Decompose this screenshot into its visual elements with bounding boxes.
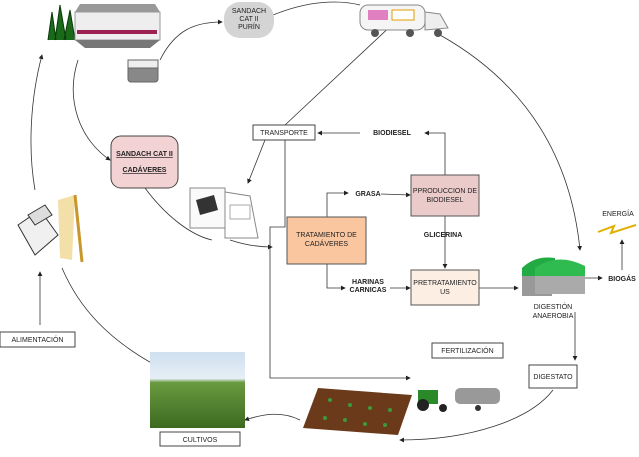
- transporte-node: TRANSPORTE: [252, 124, 316, 141]
- node-label: ALIMENTACIÓN: [12, 335, 64, 344]
- arrow-transporte-to-truck: [284, 21, 396, 126]
- lightning-icon: [597, 224, 637, 235]
- sandach-cadaveres-node: SANDACH CAT II CADÁVERES: [110, 135, 179, 189]
- node-label: US: [440, 289, 450, 296]
- node-label: CAT II: [239, 16, 258, 23]
- node-label: CADÁVERES: [305, 239, 349, 248]
- node-label: FERTILIZACIÓN: [441, 346, 493, 355]
- node-label: HARINAS: [352, 279, 384, 286]
- biodiesel-label: BIODIESEL: [373, 130, 411, 137]
- pretratamiento-node: PRETRATAMIENTO US: [410, 269, 480, 306]
- arrow-truck-to-digester: [439, 34, 582, 251]
- tratamiento-node: TRATAMIENTO DE CADÁVERES: [286, 216, 367, 265]
- arrow-digestato-to-field: [399, 389, 554, 443]
- feed-sacks-illustration: [17, 194, 84, 263]
- harinas-label: HARINAS CARNICAS: [350, 279, 387, 294]
- arrow-barn-to-cadaveres: [72, 59, 111, 161]
- fertilizacion-node: FERTILIZACIÓN: [431, 342, 504, 359]
- node-label: PRETRATAMIENTO: [413, 280, 477, 287]
- arrow-feed-to-barn: [30, 54, 44, 191]
- arrow-tank-to-purin: [159, 19, 223, 61]
- connectors: [30, 1, 625, 443]
- digestion-label-2: ANAEROBIA: [533, 313, 574, 320]
- digestion-label-1: DIGESTIÓN: [534, 302, 573, 311]
- cultivos-node: CULTIVOS: [159, 431, 241, 447]
- digestato-node: DIGESTATO: [528, 364, 578, 389]
- biogas-label: BIOGÁS: [608, 274, 636, 283]
- arrow-transporte-to-truck2: [247, 139, 266, 184]
- energia-label: ENERGÍA: [602, 209, 634, 218]
- glicerina-label: GLICERINA: [424, 232, 463, 239]
- pig-farm-illustration: [47, 4, 161, 83]
- anaerobic-digester-illustration: [522, 257, 585, 296]
- tanker-truck-illustration: [359, 4, 449, 37]
- node-label: SANDACH CAT II: [116, 151, 173, 158]
- node-label: SANDACH: [232, 8, 266, 15]
- grasa-label: GRASA: [355, 191, 380, 198]
- node-label: CARNICAS: [350, 287, 387, 294]
- node-label: DIGESTATO: [533, 374, 573, 381]
- alimentacion-node: ALIMENTACIÓN: [0, 331, 76, 348]
- node-label: CADÁVERES: [123, 165, 167, 174]
- field-illustration: [303, 388, 412, 435]
- node-label: PPRODUCCION DE: [413, 188, 478, 195]
- node-label: PURÍN: [238, 22, 260, 31]
- node-label: TRATAMIENTO DE: [296, 232, 357, 239]
- node-label: BIODIESEL: [427, 197, 464, 204]
- livestock-truck-illustration: [189, 187, 259, 239]
- node-label: CULTIVOS: [183, 437, 218, 444]
- tractor-illustration: [417, 388, 500, 412]
- produccion-biodiesel-node: PPRODUCCION DE BIODIESEL: [410, 174, 480, 217]
- arrow-transporte-to-tractor: [269, 140, 411, 381]
- node-label: TRANSPORTE: [260, 130, 308, 137]
- crop-photo: [150, 352, 245, 428]
- sandach-purin-node: SANDACH CAT II PURÍN: [224, 2, 274, 38]
